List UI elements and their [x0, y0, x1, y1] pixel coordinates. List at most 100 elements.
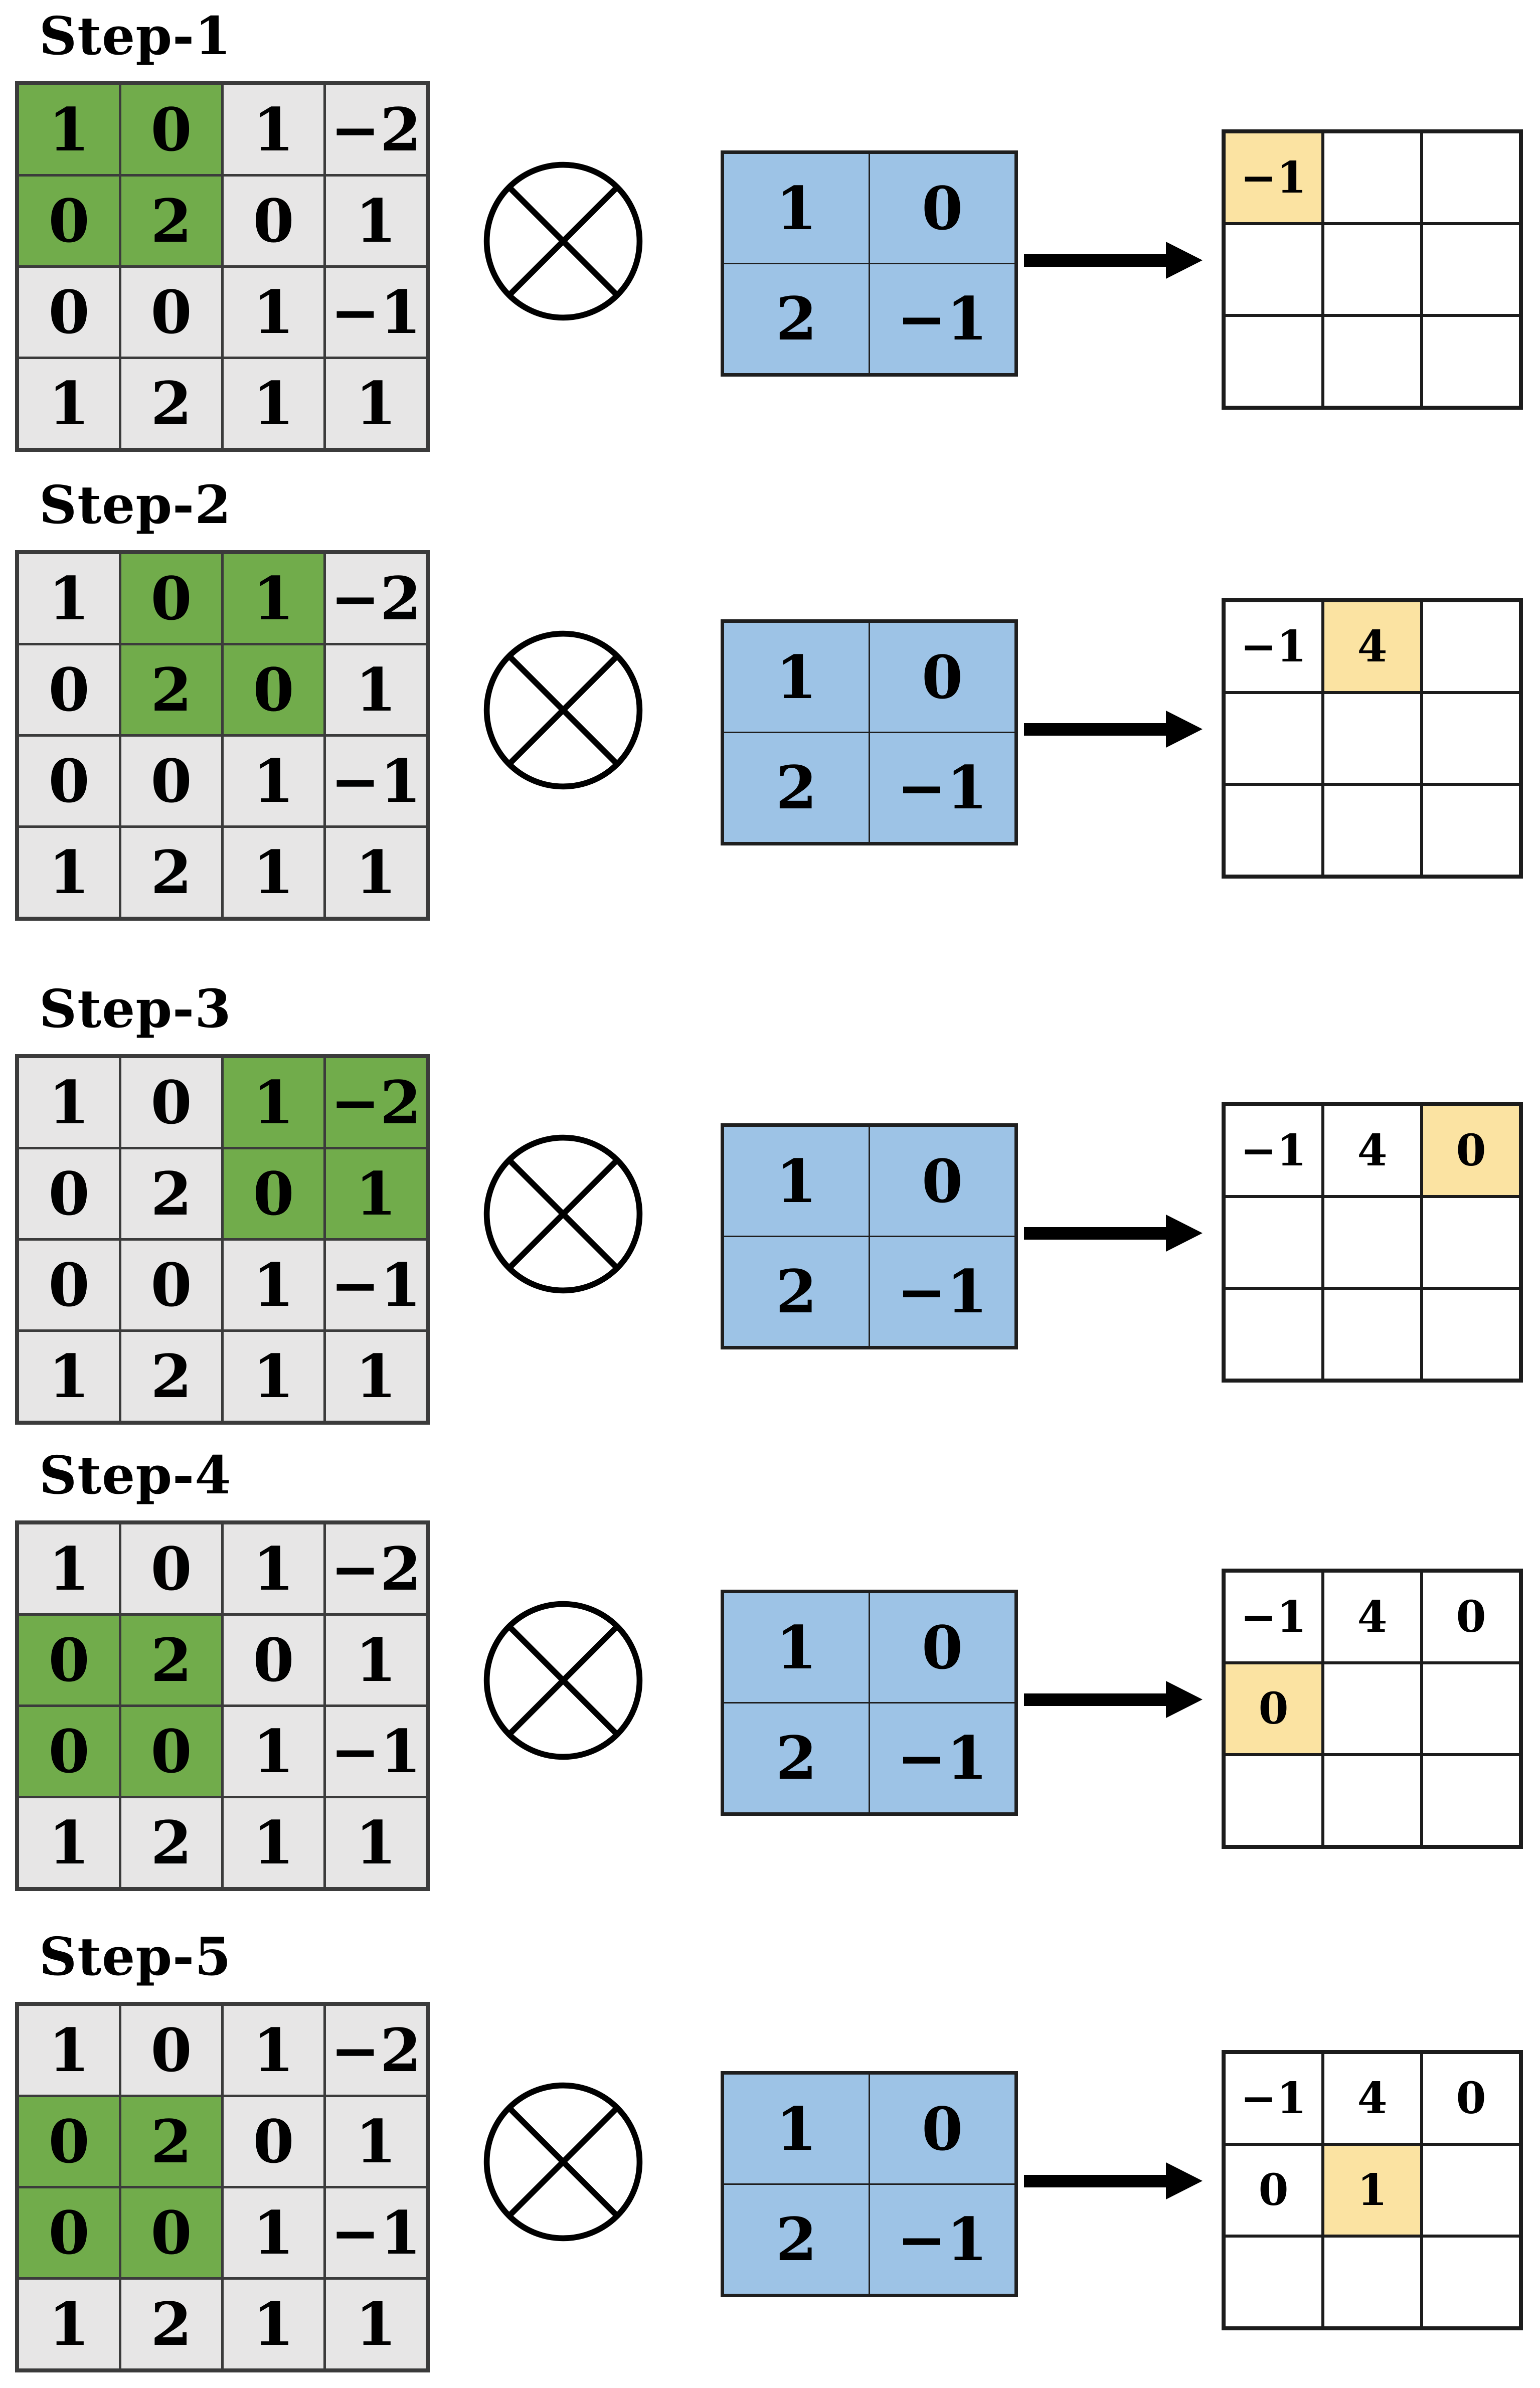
input-cell: 0	[121, 1058, 221, 1147]
input-cell: 1	[326, 1616, 426, 1704]
input-cell: −1	[326, 1241, 426, 1329]
kernel-cell: 0	[870, 2075, 1014, 2183]
input-cell: 1	[19, 828, 119, 917]
output-cell	[1226, 786, 1321, 875]
input-cell: 0	[224, 177, 323, 265]
input-cell: 0	[121, 2006, 221, 2095]
output-cell	[1226, 2238, 1321, 2326]
input-cell: 1	[326, 645, 426, 734]
input-cell: 1	[326, 177, 426, 265]
convolution-operator-icon	[480, 1131, 646, 1297]
convolution-operator-icon	[480, 158, 646, 324]
input-cell-highlighted: 0	[224, 1149, 323, 1238]
kernel-cell: 1	[724, 154, 869, 263]
input-cell: 2	[121, 359, 221, 448]
output-cell: −1	[1226, 1573, 1321, 1661]
input-cell: 0	[121, 268, 221, 357]
output-cell	[1226, 225, 1321, 314]
output-cell: 0	[1423, 2054, 1519, 2143]
kernel-cell: −1	[870, 1703, 1014, 1812]
input-cell: 1	[224, 85, 323, 174]
input-cell: −2	[326, 554, 426, 643]
output-cell	[1423, 1756, 1519, 1845]
input-cell: −2	[326, 2006, 426, 2095]
step-title: Step-3	[39, 978, 232, 1040]
kernel-cell: 1	[724, 2075, 869, 2183]
input-cell-highlighted: 2	[121, 2097, 221, 2186]
input-cell: 1	[224, 2280, 323, 2368]
input-cell: 0	[224, 2097, 323, 2186]
input-cell-highlighted: 0	[19, 1616, 119, 1704]
input-cell: 1	[326, 2097, 426, 2186]
input-cell: 0	[19, 645, 119, 734]
output-cell	[1226, 1198, 1321, 1287]
input-cell: −1	[326, 2188, 426, 2277]
kernel-cell: 2	[724, 2185, 869, 2294]
input-cell: 0	[121, 1241, 221, 1329]
output-cell	[1423, 225, 1519, 314]
input-cell: 1	[224, 359, 323, 448]
input-cell: 0	[19, 1241, 119, 1329]
output-cell-highlighted: 0	[1226, 1664, 1321, 1753]
output-cell: 4	[1324, 1106, 1420, 1195]
output-cell	[1226, 694, 1321, 783]
output-cell: −1	[1226, 602, 1321, 691]
input-cell: 1	[326, 1798, 426, 1887]
input-cell: 1	[224, 1798, 323, 1887]
step-title: Step-4	[39, 1444, 232, 1506]
arrow-icon	[1024, 238, 1205, 283]
output-cell-highlighted: 1	[1324, 2146, 1420, 2235]
input-cell: 1	[19, 1798, 119, 1887]
output-cell	[1423, 694, 1519, 783]
output-cell: 0	[1423, 1573, 1519, 1661]
output-cell: −1	[1226, 1106, 1321, 1195]
convolution-operator-icon	[480, 2079, 646, 2245]
output-cell: 4	[1324, 2054, 1420, 2143]
kernel-cell: 0	[870, 154, 1014, 263]
input-cell: 0	[19, 1149, 119, 1238]
input-cell: 2	[121, 1332, 221, 1421]
arrow-icon	[1024, 707, 1205, 752]
input-cell: 1	[326, 828, 426, 917]
input-cell: 1	[224, 1524, 323, 1613]
input-cell: 1	[326, 2280, 426, 2368]
input-cell-highlighted: 0	[19, 2097, 119, 2186]
input-cell: 1	[19, 359, 119, 448]
arrow-icon	[1024, 2158, 1205, 2203]
input-cell: 1	[224, 268, 323, 357]
kernel-cell: −1	[870, 1237, 1014, 1346]
output-cell	[1423, 602, 1519, 691]
input-cell: 0	[121, 737, 221, 825]
convolution-operator-icon	[480, 1598, 646, 1763]
output-cell	[1324, 1290, 1420, 1379]
input-cell: 1	[19, 1058, 119, 1147]
output-cell	[1324, 133, 1420, 222]
kernel-cell: 1	[724, 1593, 869, 1702]
input-cell: 1	[19, 2006, 119, 2095]
input-cell: −1	[326, 268, 426, 357]
input-cell: 1	[224, 1707, 323, 1796]
output-cell	[1324, 317, 1420, 406]
input-cell: 1	[19, 554, 119, 643]
arrow-icon	[1024, 1211, 1205, 1256]
output-cell	[1423, 1290, 1519, 1379]
input-cell: 1	[224, 2188, 323, 2277]
output-cell: −1	[1226, 2054, 1321, 2143]
input-cell: 1	[19, 1332, 119, 1421]
kernel-cell: 0	[870, 623, 1014, 732]
input-cell: 1	[19, 2280, 119, 2368]
kernel-cell: 2	[724, 733, 869, 842]
output-cell	[1226, 1290, 1321, 1379]
input-cell-highlighted: 0	[19, 1707, 119, 1796]
input-cell: 1	[224, 2006, 323, 2095]
